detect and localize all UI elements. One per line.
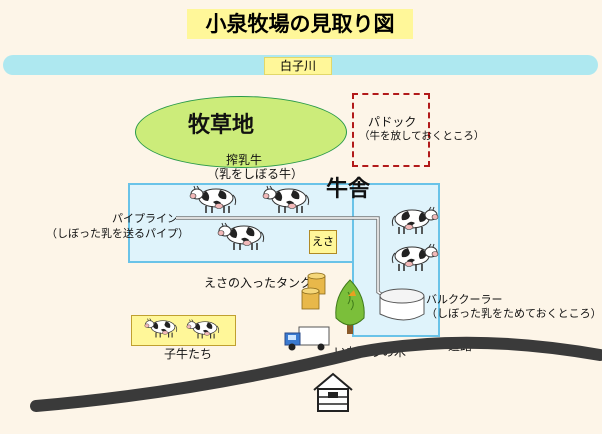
calves-label: 子牛たち — [164, 347, 213, 361]
feed-tank-label: えさの入ったタンク — [204, 276, 313, 290]
house-icon — [313, 372, 353, 412]
paddock — [352, 93, 430, 167]
milking-cows-label: 搾乳牛 — [226, 153, 263, 167]
milking-cows-desc: （乳をしぼる牛） — [207, 167, 304, 181]
pipeline-desc: （しぼった乳を送るパイプ） — [46, 227, 189, 240]
paddock-label: パドック — [368, 115, 417, 129]
ginkgo-label: いちょうの木 — [334, 345, 407, 359]
barn-label: 牛舎 — [326, 177, 371, 202]
road-label: 道路 — [448, 339, 473, 353]
feed-box: えさ — [309, 230, 337, 254]
road — [30, 336, 602, 412]
paddock-desc: （牛を放しておくところ） — [359, 130, 485, 142]
bulk-cooler-label: バルククーラー — [426, 293, 503, 306]
pipeline-label: パイプライン — [112, 212, 178, 225]
bulk-cooler-desc: （しぼった乳をためておくところ） — [426, 307, 602, 320]
pasture-label: 牧草地 — [188, 113, 255, 138]
pasture — [135, 96, 347, 168]
river-label: 白子川 — [264, 57, 332, 75]
truck-icon — [284, 326, 330, 351]
calf-pen — [131, 315, 236, 346]
page-title: 小泉牧場の見取り図 — [187, 9, 413, 39]
